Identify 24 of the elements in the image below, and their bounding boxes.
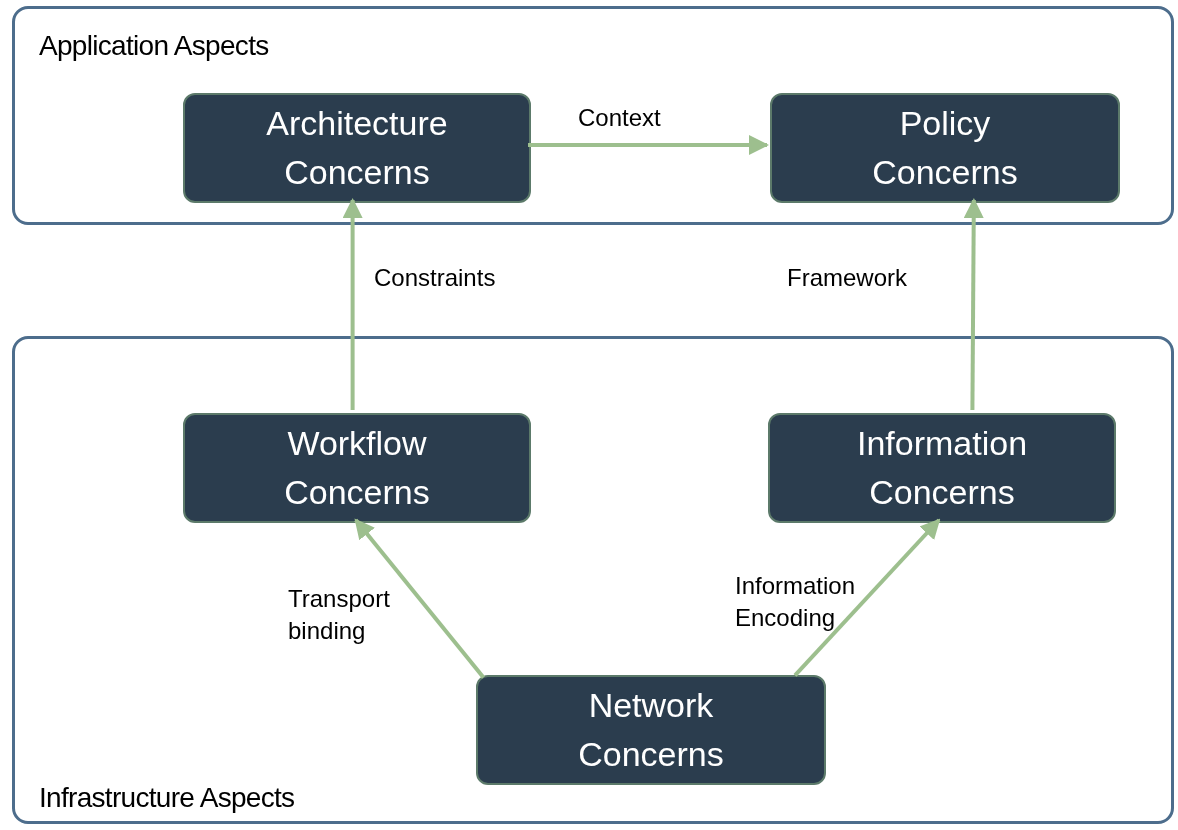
- concern-label: Network Concerns: [577, 684, 725, 775]
- concern-box: [183, 93, 531, 203]
- edge-label: Framework: [787, 263, 907, 293]
- arrow: [963, 198, 984, 410]
- concern-label: Information Concerns: [855, 422, 1029, 513]
- edge-label: Transport binding: [288, 584, 391, 647]
- concern-label: Workflow Concerns: [283, 422, 431, 513]
- group-panel: [12, 6, 1174, 225]
- edge-label: Information Encoding: [735, 571, 857, 634]
- edge-label: Context: [578, 103, 661, 133]
- arrow: [528, 135, 769, 155]
- concern-label: Policy Concerns: [871, 102, 1019, 193]
- group-panel: [12, 336, 1174, 824]
- concern-box: [183, 413, 531, 523]
- group-title: Infrastructure Aspects: [39, 781, 295, 815]
- arrow: [793, 518, 941, 677]
- concern-box: [476, 675, 826, 785]
- concern-box: [768, 413, 1116, 523]
- concern-label: Architecture Concerns: [265, 102, 449, 193]
- edge-label: Constraints: [374, 263, 496, 293]
- concern-box: [770, 93, 1120, 203]
- arrow: [342, 198, 363, 410]
- arrow: [354, 518, 486, 679]
- group-title: Application Aspects: [39, 29, 269, 63]
